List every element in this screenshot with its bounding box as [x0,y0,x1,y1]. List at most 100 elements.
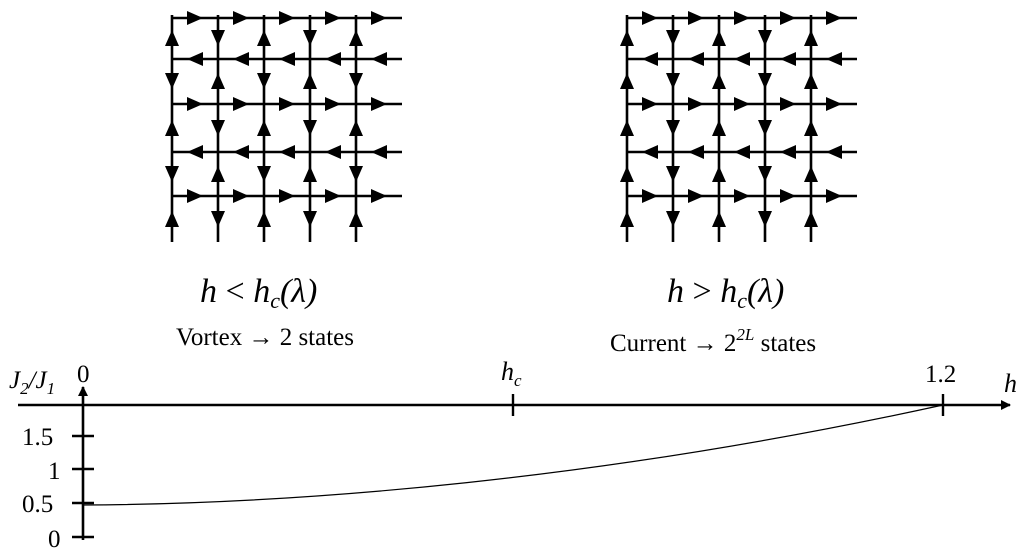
vertical-arrow [211,73,225,89]
vertical-arrow [666,120,680,136]
vertical-arrow [211,211,225,227]
horizontal-arrow [780,97,796,111]
vertical-arrow [620,211,634,227]
vertical-arrow [666,73,680,89]
horizontal-arrow [826,97,842,111]
vertical-arrow [165,30,179,46]
horizontal-arrow [279,52,295,66]
vertical-arrow [712,120,726,136]
horizontal-arrow [371,97,387,111]
vertical-arrow [211,120,225,136]
vertical-arrow [211,166,225,182]
horizontal-arrow [187,97,203,111]
horizontal-arrow [233,52,249,66]
vertical-arrow [758,211,772,227]
vertical-arrow [620,166,634,182]
vertical-arrow [620,120,634,136]
horizontal-arrow [826,145,842,159]
vertical-arrow [666,211,680,227]
horizontal-arrow [642,52,658,66]
horizontal-arrow [325,11,341,25]
y-tick-label-1: 1 [48,458,61,485]
vertical-arrow [712,166,726,182]
vertical-arrow [211,30,225,46]
horizontal-arrow [279,189,295,203]
vertical-arrow [758,166,772,182]
horizontal-arrow [371,189,387,203]
y-tick-label-0.5: 0.5 [22,491,53,518]
vertical-arrow [712,30,726,46]
horizontal-arrow [688,145,704,159]
vertical-arrow [758,30,772,46]
horizontal-arrow [734,11,750,25]
vertical-arrow [303,30,317,46]
vertical-arrow [804,211,818,227]
vertical-arrow [349,30,363,46]
horizontal-arrow [371,52,387,66]
vertical-arrow [349,166,363,182]
vertical-arrow [349,211,363,227]
critical-curve [82,404,944,506]
horizontal-arrow [734,97,750,111]
vertical-arrow [257,120,271,136]
vertical-arrow [257,30,271,46]
x-axis-label: h [1004,369,1017,398]
phase-axes: 0 hc 1.2 h J2/J1 1.5 1 0.5 0 [9,357,1017,552]
horizontal-arrow [734,189,750,203]
horizontal-arrow [642,189,658,203]
vertical-arrow [758,120,772,136]
right-title: h > hc(λ) [667,273,784,313]
vertical-arrow [349,73,363,89]
vertical-arrow [712,211,726,227]
y-tick-label-1.5: 1.5 [22,424,53,451]
horizontal-arrow [688,97,704,111]
left-caption: Vortex → 2 states [176,324,354,351]
vertical-arrow [666,166,680,182]
horizontal-arrow [279,11,295,25]
horizontal-arrow [642,145,658,159]
x-tick-label-hc: hc [501,357,522,390]
horizontal-arrow [325,145,341,159]
horizontal-arrow [187,52,203,66]
y-axis-label: J2/J1 [9,367,55,398]
vertical-arrow [620,73,634,89]
horizontal-arrow [233,145,249,159]
horizontal-arrow [325,97,341,111]
horizontal-arrow [688,11,704,25]
horizontal-arrow [279,97,295,111]
horizontal-arrow [233,11,249,25]
horizontal-arrow [688,52,704,66]
horizontal-arrow [734,145,750,159]
vertical-arrow [804,73,818,89]
vertical-arrow [165,166,179,182]
vertical-arrow [804,166,818,182]
horizontal-arrow [325,189,341,203]
horizontal-arrow [187,189,203,203]
horizontal-arrow [187,11,203,25]
horizontal-arrow [734,52,750,66]
horizontal-arrow [325,52,341,66]
horizontal-arrow [279,145,295,159]
horizontal-arrow [780,145,796,159]
horizontal-arrow [826,52,842,66]
vertical-arrow [257,73,271,89]
vertical-arrow [303,73,317,89]
vertical-arrow [257,166,271,182]
vertical-arrow [303,211,317,227]
horizontal-arrow [642,97,658,111]
vertical-arrow [303,120,317,136]
vertical-arrow [349,120,363,136]
vertical-arrow [712,73,726,89]
x-tick-label-0: 0 [77,361,90,388]
vertical-arrow [620,30,634,46]
vortex-lattice [165,11,402,242]
horizontal-arrow [826,189,842,203]
vertical-arrow [303,166,317,182]
left-title: h < hc(λ) [200,273,317,313]
vertical-arrow [666,30,680,46]
vertical-arrow [804,120,818,136]
current-lattice [620,11,857,242]
vertical-arrow [257,211,271,227]
horizontal-arrow [780,11,796,25]
